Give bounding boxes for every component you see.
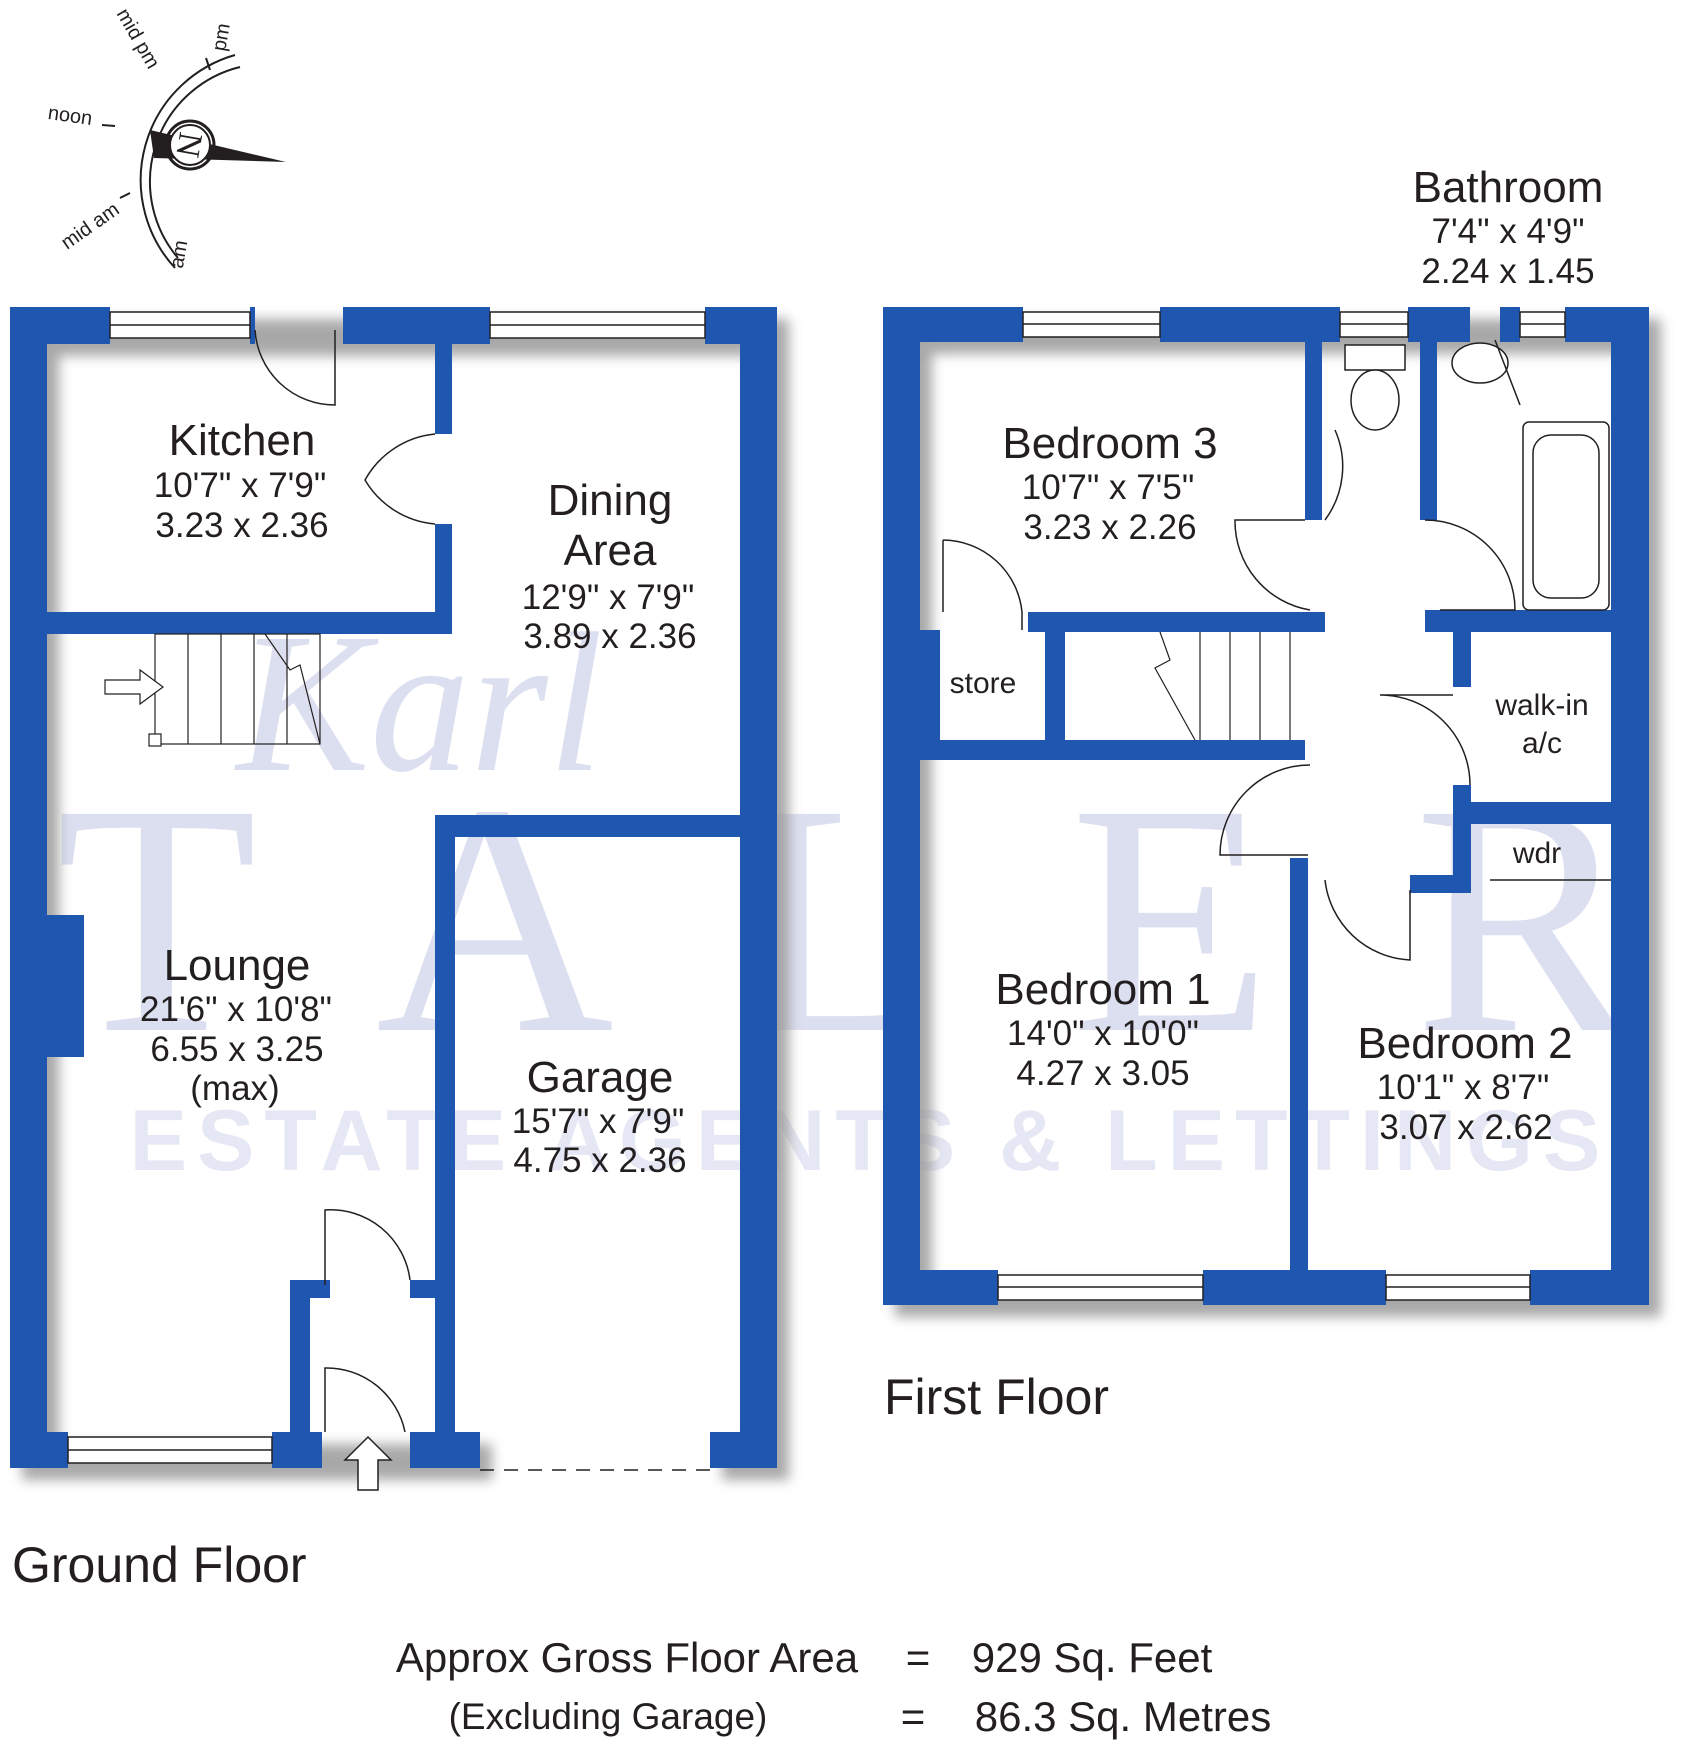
area-label: Approx Gross Floor Area: [396, 1634, 859, 1681]
garage-name: Garage: [527, 1053, 674, 1102]
first-floor-title: First Floor: [884, 1369, 1109, 1425]
bathroom-name: Bathroom: [1413, 163, 1604, 212]
kitchen-metric: 3.23 x 2.36: [155, 506, 328, 545]
compass-pm: pm: [208, 22, 234, 53]
first-floor-doors: [942, 429, 1611, 961]
walkin-label-line2: a/c: [1522, 727, 1562, 760]
wdr-label: wdr: [1512, 837, 1561, 870]
first-floor-windows: [997, 311, 1566, 1301]
bedroom1-name: Bedroom 1: [995, 965, 1210, 1014]
ground-floor-doors: [254, 329, 710, 1471]
bedroom2-imperial: 10'1" x 8'7": [1377, 1068, 1550, 1107]
ground-floor-title: Ground Floor: [12, 1537, 307, 1593]
dining-name-line1: Dining: [548, 476, 673, 525]
bathroom-imperial: 7'4" x 4'9": [1431, 212, 1584, 251]
watermark: Karl T A L E R ESTATE AGENTS & LETTINGS: [56, 593, 1665, 1189]
compass-mid-am: mid am: [57, 198, 123, 254]
bathroom-fixtures: [1344, 339, 1610, 611]
ground-floor-windows: [67, 311, 706, 1464]
stairs-up-arrow-icon: [104, 668, 165, 706]
compass-noon: noon: [47, 102, 94, 130]
bedroom3-imperial: 10'7" x 7'5": [1022, 468, 1195, 507]
area-note: (Excluding Garage): [449, 1696, 768, 1737]
area-sqft: 929 Sq. Feet: [972, 1634, 1213, 1681]
area-equals-1: =: [906, 1634, 931, 1681]
entrance-arrow-icon: [343, 1435, 393, 1491]
area-summary: Approx Gross Floor Area = 929 Sq. Feet (…: [396, 1634, 1271, 1740]
compass-am: am: [166, 239, 192, 270]
kitchen-name: Kitchen: [169, 416, 316, 465]
sink-icon: [1451, 342, 1509, 384]
dining-metric: 3.89 x 2.36: [523, 617, 696, 656]
ground-floor-plan: Kitchen 10'7" x 7'9" 3.23 x 2.36 Dining …: [10, 307, 789, 1593]
watermark-tagline: ESTATE AGENTS & LETTINGS: [130, 1093, 1611, 1189]
first-floor-walls: [883, 307, 1649, 1305]
bedroom1-metric: 4.27 x 3.05: [1016, 1054, 1189, 1093]
dining-name-line2: Area: [564, 526, 657, 575]
kitchen-imperial: 10'7" x 7'9": [154, 466, 327, 505]
store-label: store: [950, 667, 1017, 700]
bedroom3-name: Bedroom 3: [1002, 419, 1217, 468]
lounge-metric: 6.55 x 3.25: [150, 1030, 323, 1069]
dining-imperial: 12'9" x 7'9": [522, 578, 695, 617]
bathroom-metric: 2.24 x 1.45: [1421, 252, 1594, 291]
area-sqm: 86.3 Sq. Metres: [975, 1693, 1271, 1740]
watermark-letters: T A L E R: [56, 737, 1665, 1102]
lounge-note: (max): [190, 1069, 279, 1108]
first-floor-plan: Bathroom 7'4" x 4'9" 2.24 x 1.45 Bedroom…: [883, 163, 1661, 1425]
ground-floor-walls: [10, 307, 777, 1468]
lounge-name: Lounge: [164, 941, 311, 990]
bedroom2-name: Bedroom 2: [1357, 1019, 1572, 1068]
lounge-imperial: 21'6" x 10'8": [140, 990, 332, 1029]
compass-mid-pm: mid pm: [112, 5, 164, 73]
compass: N pm mid pm noon mid am am: [47, 5, 286, 270]
garage-metric: 4.75 x 2.36: [513, 1141, 686, 1180]
toilet-icon: [1350, 369, 1400, 431]
ground-floor-stairs: [104, 633, 321, 747]
first-floor-stairs: [1154, 631, 1291, 741]
area-equals-2: =: [901, 1693, 926, 1740]
toilet-cistern-icon: [1344, 344, 1406, 371]
bedroom2-metric: 3.07 x 2.62: [1379, 1108, 1552, 1147]
walkin-label-line1: walk-in: [1494, 689, 1588, 722]
bedroom1-imperial: 14'0" x 10'0": [1007, 1014, 1199, 1053]
garage-imperial: 15'7" x 7'9": [512, 1102, 685, 1141]
bedroom3-metric: 3.23 x 2.26: [1023, 508, 1196, 547]
